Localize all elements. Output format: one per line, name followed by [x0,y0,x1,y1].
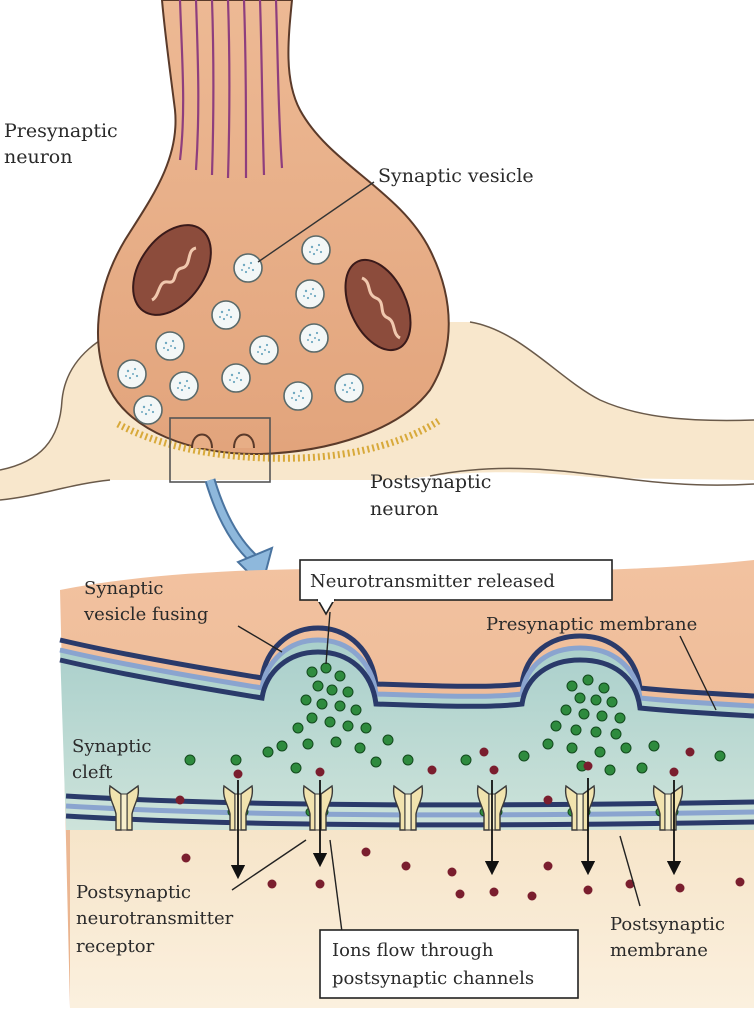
leader-lines [231,611,717,933]
svg-text:neuron: neuron [4,146,72,168]
mitochondrion-right [344,258,412,352]
svg-text:Postsynaptic: Postsynaptic [76,882,191,903]
ions-flow-box [319,929,579,999]
svg-text:receptor: receptor [76,936,155,957]
zoomed-synapse [59,559,754,1008]
presynaptic-membrane-outer [59,625,754,699]
presynaptic-membrane-inner [59,649,754,719]
label-ions-flow: Ions flow through postsynaptic channels [332,940,534,989]
neurotransmitter-released-box [299,559,613,601]
zoom-box [169,417,271,483]
label-synaptic-vesicle-fusing: Synaptic vesicle fusing [83,578,208,625]
svg-text:Ions flow through: Ions flow through [332,940,494,961]
svg-text:vesicle fusing: vesicle fusing [83,604,208,625]
svg-text:Postsynaptic: Postsynaptic [370,471,491,493]
mitochondrion-left [132,224,212,316]
svg-text:Synaptic: Synaptic [72,736,151,757]
svg-text:Synaptic: Synaptic [84,578,163,599]
svg-text:neurotransmitter: neurotransmitter [76,908,234,929]
label-synaptic-vesicle: Synaptic vesicle [378,165,534,187]
label-postsynaptic-membrane: Postsynaptic membrane [610,914,725,961]
svg-text:Postsynaptic: Postsynaptic [610,914,725,935]
axon-stripes [178,0,284,179]
svg-text:membrane: membrane [610,940,708,961]
vesicle-leader-line [257,181,375,263]
zoom-arrow [204,478,274,588]
label-neurotransmitter-released: Neurotransmitter released [310,571,555,592]
svg-text:cleft: cleft [72,762,113,783]
label-postsynaptic-receptor: Postsynaptic neurotransmitter receptor [76,882,234,957]
svg-text:Presynaptic: Presynaptic [4,120,118,142]
ions [175,747,745,901]
ion-flow-arrows [230,778,682,880]
label-presynaptic-neuron: Presynaptic neuron [4,120,118,168]
presynaptic-terminal [97,0,450,456]
label-presynaptic-membrane: Presynaptic membrane [486,614,697,635]
svg-text:neuron: neuron [370,498,438,520]
svg-text:postsynaptic channels: postsynaptic channels [332,968,534,989]
label-synaptic-cleft: Synaptic cleft [72,736,151,783]
label-postsynaptic-neuron: Postsynaptic neuron [370,471,491,520]
